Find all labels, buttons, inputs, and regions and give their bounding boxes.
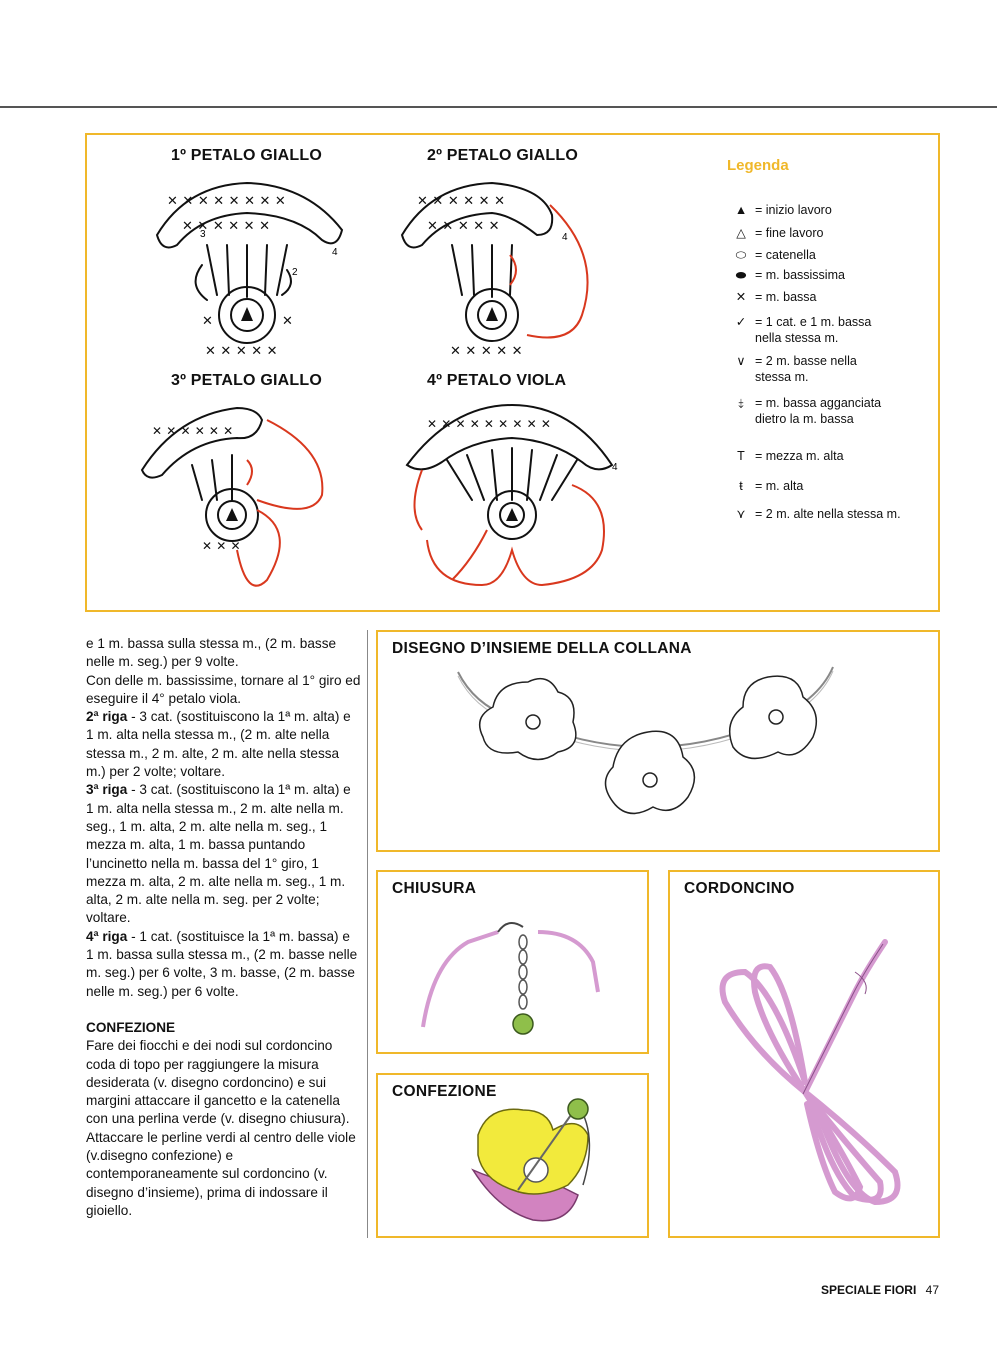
- chain-oval-icon: ⬭: [727, 247, 755, 263]
- legend-item: ⬬= m. bassissima: [727, 267, 845, 283]
- petal-1-title: 1º PETALO GIALLO: [171, 147, 322, 165]
- row-3-mark: 3: [200, 229, 206, 240]
- page-footer: SPECIALE FIORI 47: [821, 1283, 939, 1297]
- legend-item: ✓= 1 cat. e 1 m. bassa nella stessa m.: [727, 314, 871, 346]
- two-dc-same-icon: ⋎: [727, 506, 755, 522]
- svg-text:✕ ✕ ✕: ✕ ✕ ✕: [202, 539, 241, 553]
- svg-text:✕: ✕: [202, 314, 213, 329]
- legend-item: △= fine lavoro: [727, 225, 823, 241]
- row-4-label: 4ª riga: [86, 929, 127, 944]
- legend-item: ⬭= catenella: [727, 247, 816, 263]
- legend-title: Legenda: [727, 157, 789, 174]
- slip-stitch-icon: ⬬: [727, 267, 755, 283]
- legend-item: ⤈= m. bassa agganciata dietro la m. bass…: [727, 395, 881, 427]
- petal-2-diagram: ✕ ✕ ✕ ✕ ✕ ✕ ✕ ✕ ✕ ✕ ✕ ✕ ✕ ✕ ✕ ✕ 4: [392, 175, 602, 360]
- row-4-paragraph: 4ª riga - 1 cat. (sostituisce la 1ª m. b…: [86, 928, 361, 1001]
- petal-3-title: 3º PETALO GIALLO: [171, 372, 322, 390]
- clasp-box: CHIUSURA: [376, 870, 649, 1054]
- svg-text:✕ ✕ ✕ ✕ ✕: ✕ ✕ ✕ ✕ ✕: [205, 344, 278, 359]
- row-4-mark: 4: [562, 232, 568, 243]
- svg-text:✕ ✕ ✕ ✕ ✕ ✕: ✕ ✕ ✕ ✕ ✕ ✕: [152, 424, 233, 438]
- single-crochet-icon: ✕: [727, 289, 755, 305]
- instructions-text: e 1 m. bassa sulla stessa m., (2 m. bass…: [86, 635, 361, 1220]
- legend-item: T= mezza m. alta: [727, 448, 844, 464]
- svg-text:✕ ✕ ✕ ✕ ✕: ✕ ✕ ✕ ✕ ✕: [427, 219, 500, 234]
- legend-item: ∨= 2 m. basse nella stessa m.: [727, 353, 857, 385]
- page-number: 47: [926, 1283, 939, 1297]
- necklace-overview-title: DISEGNO D’INSIEME DELLA COLLANA: [392, 640, 692, 658]
- svg-text:✕ ✕ ✕ ✕ ✕ ✕ ✕ ✕: ✕ ✕ ✕ ✕ ✕ ✕ ✕ ✕: [167, 194, 286, 209]
- top-rule: [0, 106, 997, 108]
- hooked-sc-icon: ⤈: [727, 395, 755, 411]
- petal-4-title: 4º PETALO VIOLA: [427, 372, 566, 390]
- clasp-title: CHIUSURA: [392, 880, 476, 898]
- assembly-drawing: [458, 1095, 638, 1235]
- legend-item: ⋎= 2 m. alte nella stessa m.: [727, 506, 901, 522]
- start-arrow-icon: ▲: [727, 202, 755, 218]
- clasp-drawing: [408, 902, 628, 1052]
- legend-item: ✕= m. bassa: [727, 289, 817, 305]
- assembly-box: CONFEZIONE: [376, 1073, 649, 1238]
- row-3-paragraph: 3ª riga - 3 cat. (sostituiscono la 1ª m.…: [86, 781, 361, 927]
- legend-item: ŧ= m. alta: [727, 478, 803, 494]
- necklace-drawing: [448, 662, 848, 842]
- row-2-mark: 2: [292, 267, 298, 278]
- column-divider: [367, 630, 368, 1238]
- paragraph: Con delle m. bassissime, tornare al 1° g…: [86, 672, 361, 709]
- necklace-overview-box: DISEGNO D’INSIEME DELLA COLLANA: [376, 630, 940, 852]
- two-sc-same-icon: ∨: [727, 353, 755, 369]
- petal-4-diagram: ✕ ✕ ✕ ✕ ✕ ✕ ✕ ✕ ✕ 4: [402, 400, 622, 600]
- end-arrow-icon: △: [727, 225, 755, 241]
- paragraph: Attaccare le perline verdi al centro del…: [86, 1129, 361, 1220]
- petal-3-diagram: ✕ ✕ ✕ ✕ ✕ ✕ ✕ ✕ ✕: [137, 400, 347, 600]
- row-4-mark: 4: [332, 247, 338, 258]
- svg-text:✕ ✕ ✕ ✕ ✕: ✕ ✕ ✕ ✕ ✕: [450, 344, 523, 359]
- paragraph: Fare dei fiocchi e dei nodi sul cordonci…: [86, 1037, 361, 1128]
- row-3-label: 3ª riga: [86, 782, 127, 797]
- petal-1-diagram: ✕ ✕ ✕ ✕ ✕ ✕ ✕ ✕ ✕ ✕ ✕ ✕ ✕ ✕ ✕ ✕ ✕ ✕ ✕ ✕ …: [147, 175, 357, 360]
- row-4-mark: 4: [612, 462, 618, 473]
- cord-box: CORDONCINO: [668, 870, 940, 1238]
- svg-text:✕: ✕: [282, 314, 293, 329]
- magazine-brand: SPECIALE FIORI: [821, 1283, 916, 1297]
- cord-drawing: [695, 932, 925, 1222]
- double-crochet-icon: ŧ: [727, 478, 755, 494]
- svg-text:✕ ✕ ✕ ✕ ✕ ✕: ✕ ✕ ✕ ✕ ✕ ✕: [417, 194, 505, 209]
- row-2-label: 2ª riga: [86, 709, 127, 724]
- chain-and-sc-icon: ✓: [727, 314, 755, 330]
- paragraph: e 1 m. bassa sulla stessa m., (2 m. bass…: [86, 635, 361, 672]
- row-2-paragraph: 2ª riga - 3 cat. (sostituiscono la 1ª m.…: [86, 708, 361, 781]
- petal-2-title: 2º PETALO GIALLO: [427, 147, 578, 165]
- crochet-diagram-box: 1º PETALO GIALLO 2º PETALO GIALLO 3º PET…: [85, 133, 940, 612]
- legend-item: ▲= inizio lavoro: [727, 202, 832, 218]
- svg-text:✕ ✕ ✕ ✕ ✕ ✕: ✕ ✕ ✕ ✕ ✕ ✕: [182, 219, 270, 234]
- cord-title: CORDONCINO: [684, 880, 795, 898]
- half-double-icon: T: [727, 448, 755, 464]
- svg-text:✕ ✕ ✕ ✕ ✕ ✕ ✕ ✕ ✕: ✕ ✕ ✕ ✕ ✕ ✕ ✕ ✕ ✕: [427, 417, 551, 431]
- confezione-heading: CONFEZIONE: [86, 1019, 361, 1037]
